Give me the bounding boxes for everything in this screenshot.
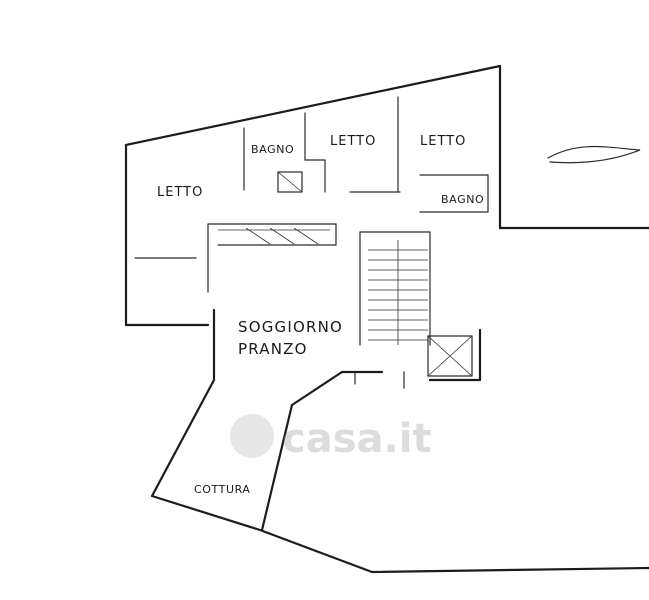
- elevator-shaft: [427, 335, 473, 377]
- room-label-cottura: COTTURA: [194, 483, 251, 496]
- watermark-text: casa.it: [282, 416, 432, 462]
- room-label-letto-middle: LETTO: [330, 134, 376, 149]
- room-label-soggiorno: SOGGIORNO: [238, 318, 343, 336]
- kitchen-counter: [218, 227, 330, 245]
- room-label-bagno-top: BAGNO: [251, 143, 294, 156]
- shower-fixture: [277, 171, 303, 193]
- outer-walls: [124, 64, 649, 574]
- watermark: casa.it: [230, 414, 432, 462]
- room-label-letto-right: LETTO: [420, 134, 466, 149]
- room-label-letto-left: LETTO: [157, 185, 203, 200]
- landing-details: [547, 145, 641, 164]
- staircase: [368, 240, 428, 345]
- watermark-logo-icon: [230, 414, 274, 458]
- room-label-bagno-right: BAGNO: [441, 193, 484, 206]
- room-label-pranzo: PRANZO: [238, 340, 308, 358]
- interior-walls: [134, 96, 489, 389]
